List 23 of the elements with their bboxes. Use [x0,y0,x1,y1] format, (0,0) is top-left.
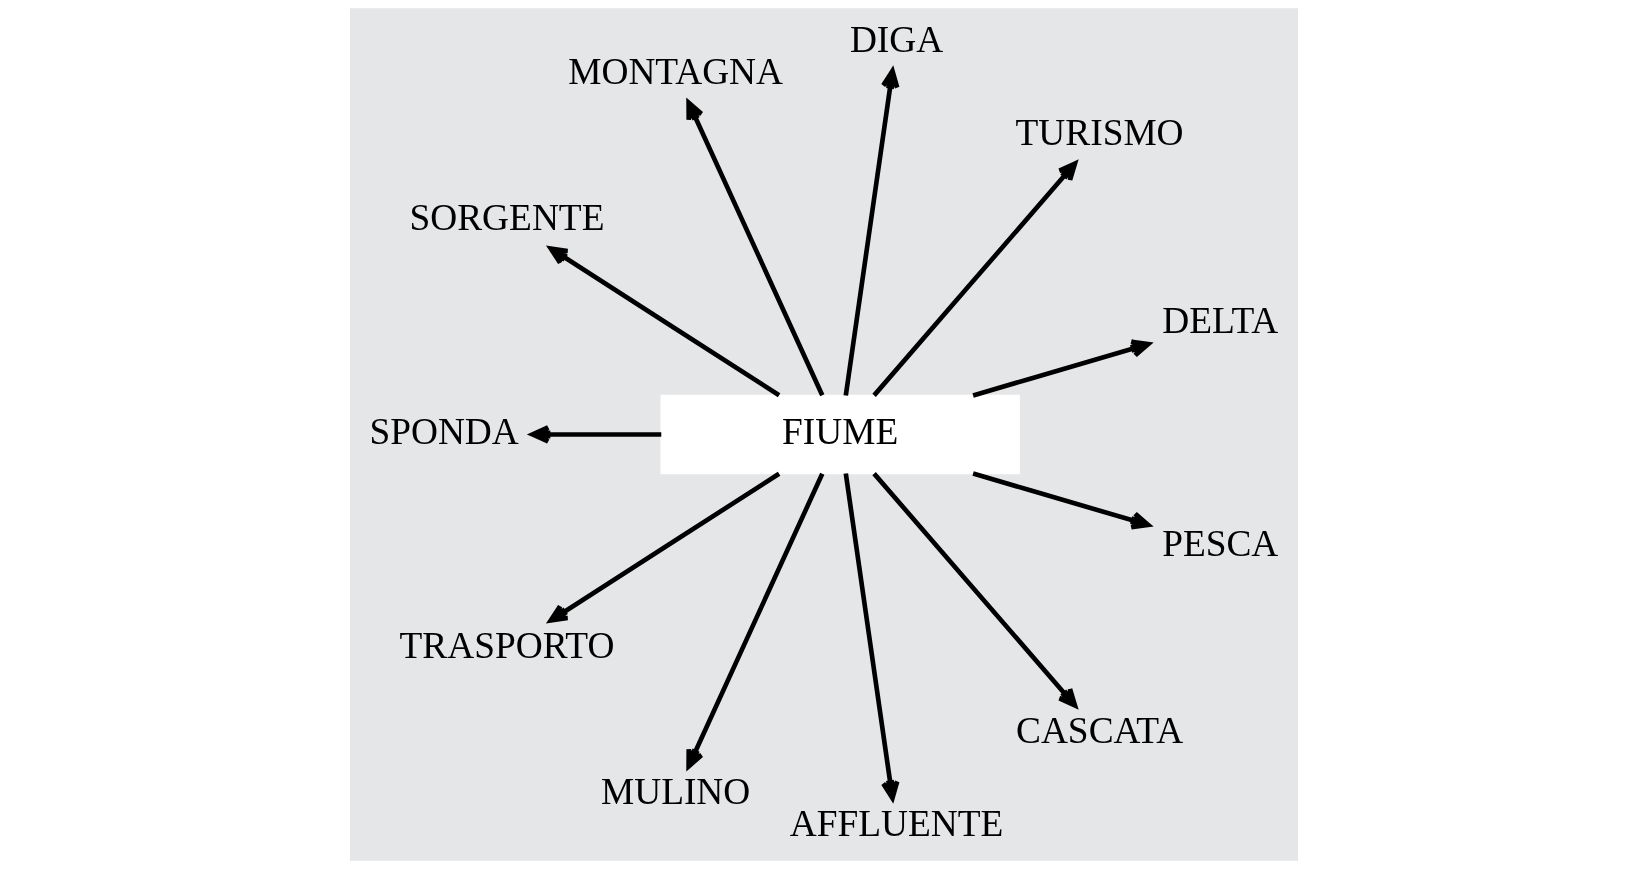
arrow [843,473,900,801]
arrow [686,100,825,397]
arrow [972,339,1151,398]
node-text: CASCATA [1016,710,1184,752]
arrow [872,472,1078,708]
node-text: SPONDA [369,411,519,453]
node-text: DELTA [1162,299,1279,341]
arrow [548,246,781,398]
node-text: MONTAGNA [568,50,784,92]
node-text: MULINO [601,771,751,813]
node-text: TRASPORTO [399,625,615,667]
node-text: PESCA [1162,522,1279,564]
arrow [872,161,1078,397]
arrow [686,472,825,769]
arrow [843,68,900,396]
node-text: AFFLUENTE [789,803,1004,845]
arrow [530,425,662,444]
arrow [972,471,1151,530]
arrow [548,471,781,623]
node-text: SORGENTE [409,197,605,238]
node-box: FIUME [660,394,1020,475]
node-text: DIGA [849,19,944,61]
node-text: TURISMO [1015,111,1184,153]
